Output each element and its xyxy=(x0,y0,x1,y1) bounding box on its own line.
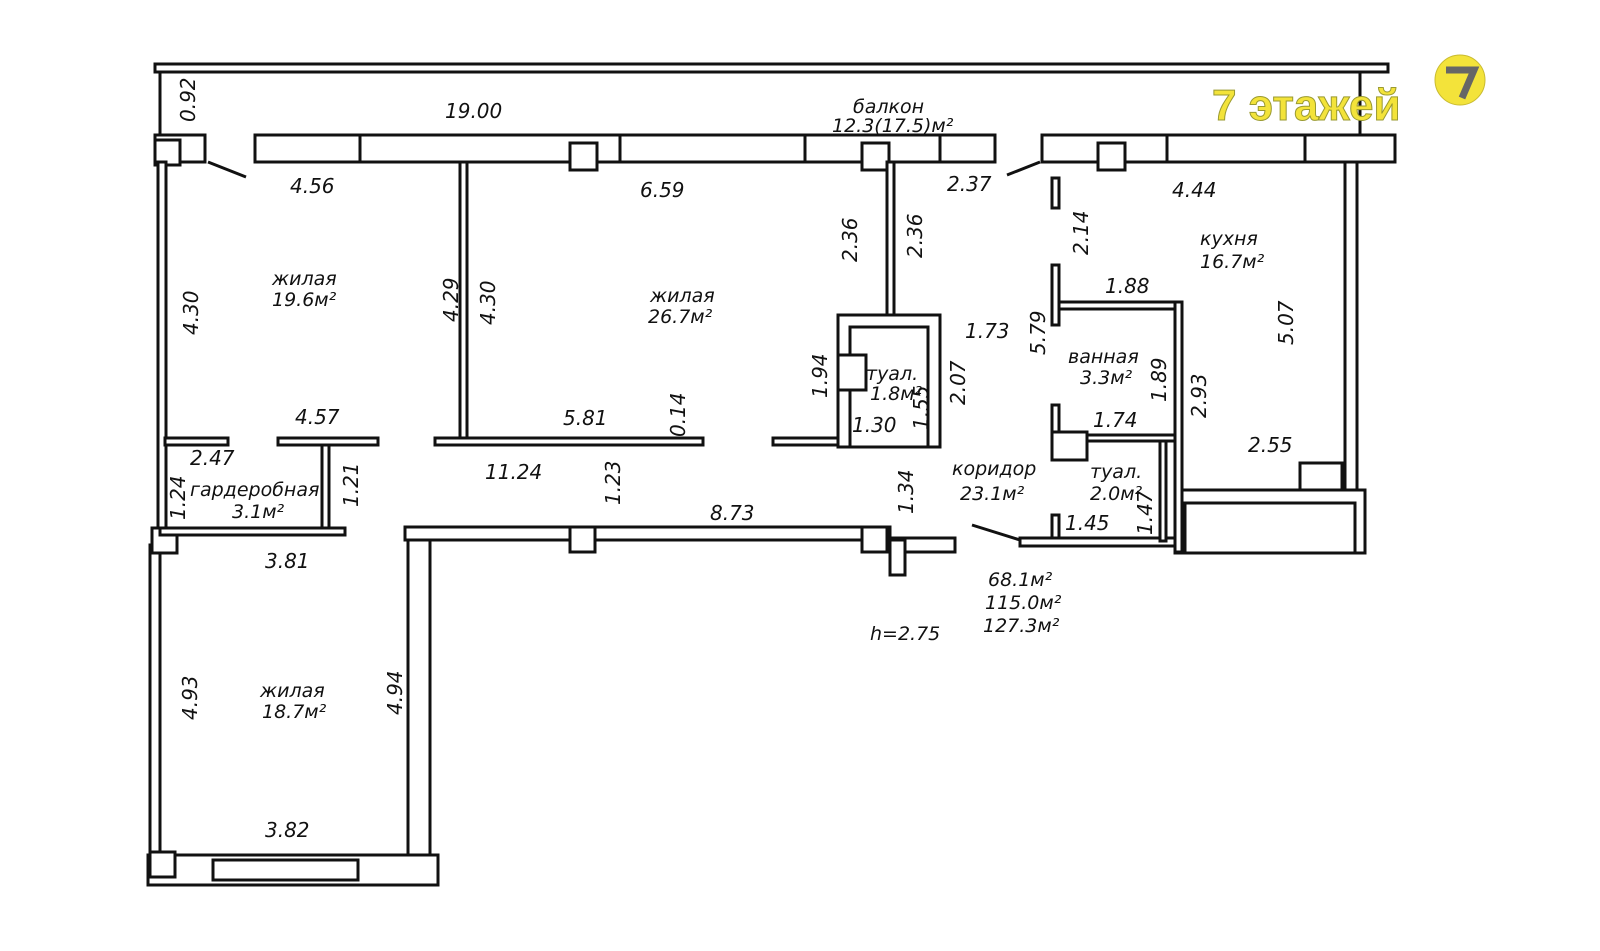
dimension: 4.57 xyxy=(295,405,340,429)
dimension: 2.93 xyxy=(1187,373,1211,418)
ceiling-height: h=2.75 xyxy=(870,623,940,645)
room-area: 16.7м² xyxy=(1200,251,1265,273)
dimension: 1.55 xyxy=(909,385,933,430)
room-area: 1.8м² xyxy=(870,383,923,405)
dimension: 1.73 xyxy=(965,319,1010,343)
dimension: 1.88 xyxy=(1105,274,1150,298)
total-area: 115.0м² xyxy=(985,592,1062,614)
watermark-text: 7 этажей xyxy=(1212,81,1401,130)
dimension: 4.30 xyxy=(476,280,500,325)
dimension-labels: 0.92 19.00 4.56 6.59 2.37 4.44 2.36 2.36… xyxy=(166,77,1298,842)
room-area: 18.7м² xyxy=(262,701,327,723)
dimension: 4.29 xyxy=(439,277,463,322)
dimension: 6.59 xyxy=(640,178,685,202)
dimension: 1.23 xyxy=(601,460,625,505)
room-name: жилая xyxy=(259,680,325,702)
dimension: 2.36 xyxy=(903,213,927,258)
dimension: 5.81 xyxy=(563,406,608,430)
dimension: 1.21 xyxy=(339,462,363,507)
room-labels: жилая 19.6м² жилая 26.7м² жилая 18.7м² к… xyxy=(190,96,1265,723)
room-area: 26.7м² xyxy=(648,306,713,328)
room-name: ванная xyxy=(1068,346,1139,368)
dimension: 8.73 xyxy=(710,501,755,525)
watermark: 7 этажей xyxy=(1212,54,1486,131)
room-name: гардеробная xyxy=(190,479,319,501)
dimension: 1.24 xyxy=(166,475,190,520)
room-name: жилая xyxy=(271,268,337,290)
room-name: туал. xyxy=(866,363,918,385)
dimension: 1.34 xyxy=(894,469,918,514)
dimension: 1.74 xyxy=(1093,408,1138,432)
logo-icon xyxy=(1434,54,1486,106)
dimension: 1.47 xyxy=(1133,490,1157,535)
room-area: 3.3м² xyxy=(1080,367,1133,389)
room-name: туал. xyxy=(1090,461,1142,483)
total-area-with-balcony: 127.3м² xyxy=(983,615,1060,637)
room-area: 12.3(17.5)м² xyxy=(832,115,954,137)
dimension: 4.94 xyxy=(383,670,407,715)
dimension: 4.44 xyxy=(1172,178,1217,202)
area-totals: 68.1м² 115.0м² 127.3м² h=2.75 xyxy=(870,569,1062,645)
dimension: 2.14 xyxy=(1069,210,1093,255)
dimension: 4.30 xyxy=(179,290,203,335)
dimension: 5.07 xyxy=(1274,300,1298,345)
room-area: 19.6м² xyxy=(272,289,337,311)
dimension: 1.89 xyxy=(1147,357,1171,402)
room-area: 3.1м² xyxy=(232,501,285,523)
room-name: балкон xyxy=(853,96,924,118)
dimension: 2.07 xyxy=(946,360,970,405)
dimension: 0.92 xyxy=(176,77,200,122)
dimension: 5.79 xyxy=(1026,310,1050,355)
dimension: 2.36 xyxy=(838,217,862,262)
dimension: 3.82 xyxy=(265,818,310,842)
dimension: 3.81 xyxy=(265,549,310,573)
dimension: 2.47 xyxy=(190,446,235,470)
dimension: 1.45 xyxy=(1065,511,1110,535)
dimension: 19.00 xyxy=(445,99,502,123)
walls xyxy=(146,62,1397,887)
room-name: жилая xyxy=(649,285,715,307)
dimension: 2.37 xyxy=(947,172,992,196)
dimension: 4.93 xyxy=(178,675,202,720)
room-name: кухня xyxy=(1200,228,1258,250)
dimension: 4.56 xyxy=(290,174,335,198)
living-area: 68.1м² xyxy=(988,569,1053,591)
room-area: 2.0м² xyxy=(1090,483,1143,505)
room-area: 23.1м² xyxy=(960,483,1025,505)
dimension: 0.14 xyxy=(666,392,690,437)
dimension: 2.55 xyxy=(1248,433,1293,457)
dimension: 1.94 xyxy=(808,353,832,398)
dimension: 1.30 xyxy=(852,413,897,437)
room-name: коридор xyxy=(952,458,1036,480)
dimension: 11.24 xyxy=(485,460,542,484)
